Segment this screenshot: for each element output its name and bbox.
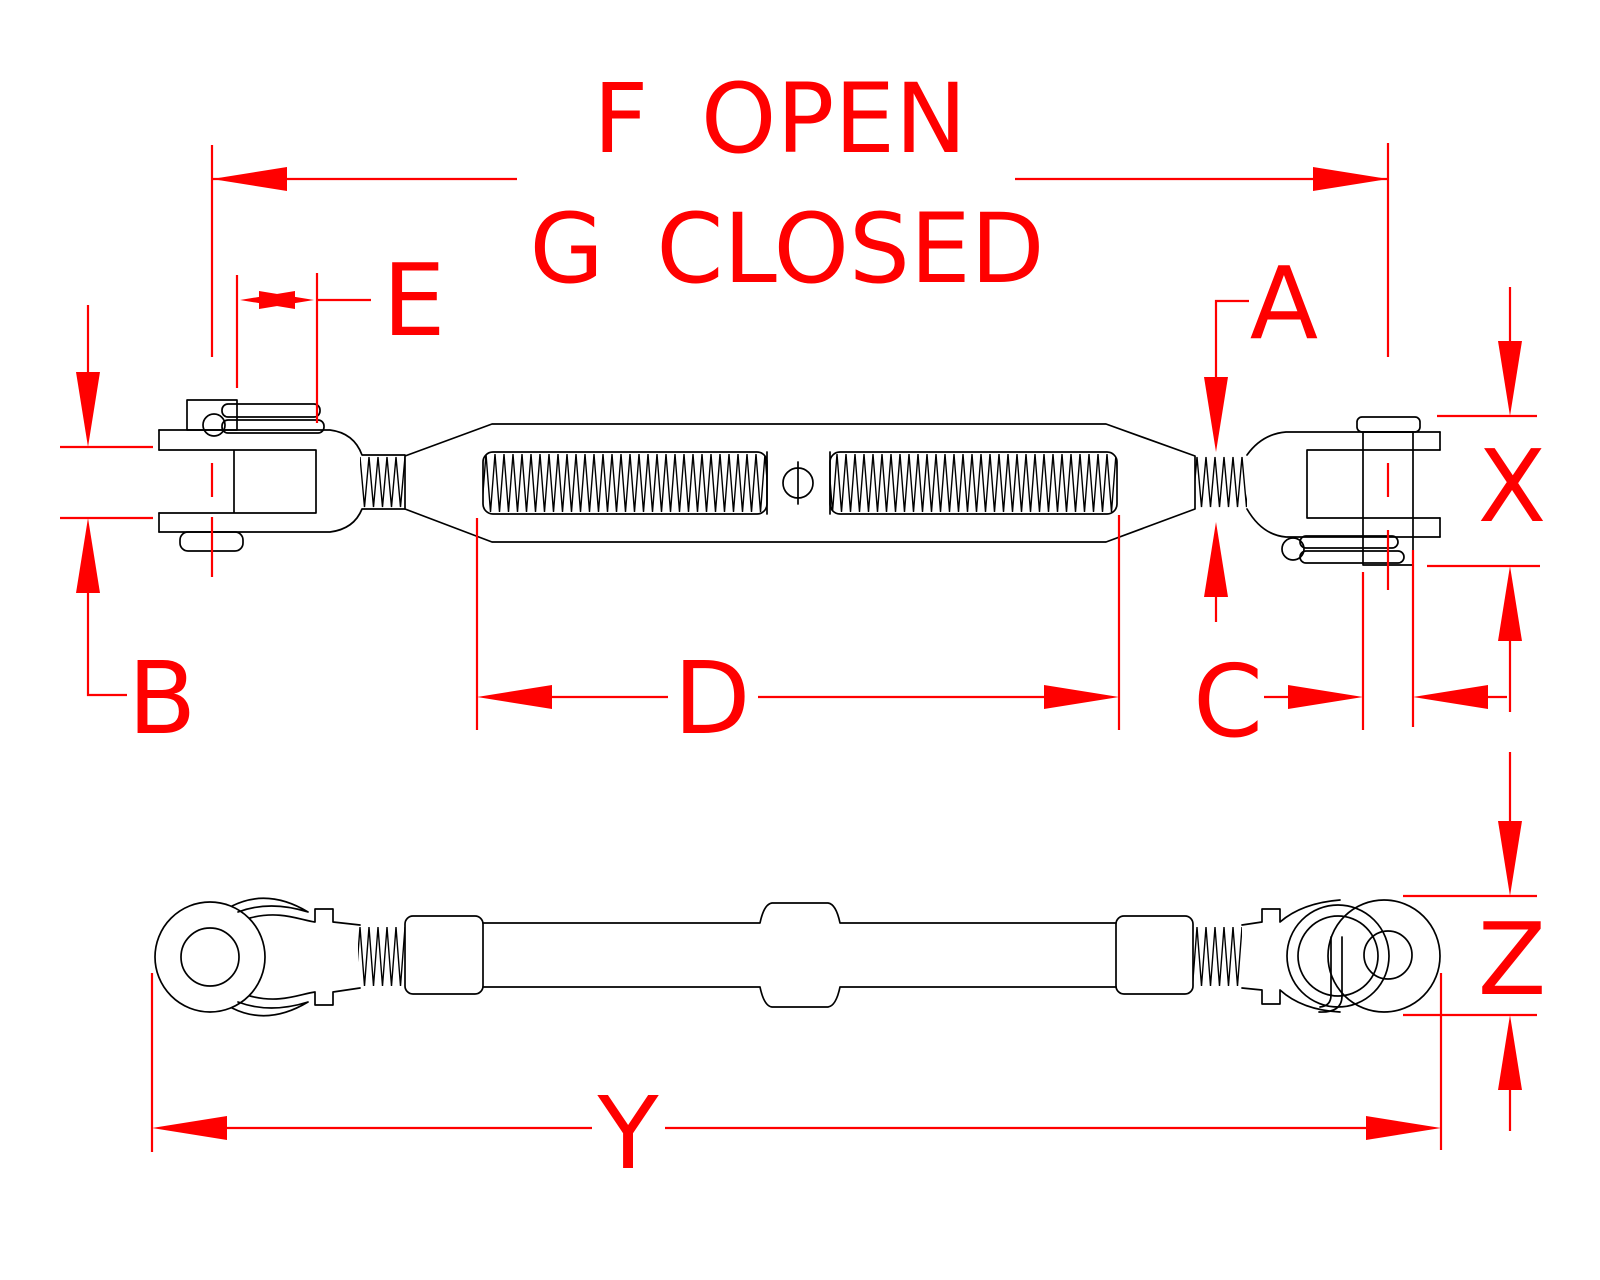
left-jaw-slot — [158, 449, 317, 514]
side-left-neck-top — [249, 908, 361, 926]
left-inner-rod — [482, 451, 768, 515]
right-pin-nut — [1356, 416, 1421, 433]
label-y: Y — [596, 1075, 659, 1192]
side-cotter-ring-outer — [1286, 904, 1390, 1008]
dim-f-arrow-right — [1313, 167, 1388, 191]
side-body-bottom-edge — [482, 986, 1117, 1008]
right-inner-rod — [829, 451, 1118, 515]
label-a: A — [1250, 245, 1318, 362]
front-view — [158, 399, 1441, 566]
side-view — [154, 897, 1441, 1017]
label-g-closed: G CLOSED — [529, 193, 1044, 305]
turnbuckle-body — [404, 423, 1196, 543]
dim-b-arrow-bottom — [76, 518, 100, 593]
dim-y-ext — [150, 973, 1443, 1152]
left-jaw — [158, 399, 406, 552]
dim-f-arrow-left — [212, 167, 287, 191]
dim-f-g: F OPEN G CLOSED — [210, 63, 1390, 590]
label-d: D — [673, 640, 750, 757]
side-left-neck-bottom — [249, 987, 361, 1006]
dim-x-arrow-bottom — [1498, 566, 1522, 641]
label-f-open: F OPEN — [593, 63, 967, 175]
side-left-eye — [154, 897, 361, 1017]
dim-d: D — [475, 515, 1121, 757]
dim-z-ticks — [1403, 894, 1537, 1017]
left-jaw-bottom-outline — [158, 508, 406, 533]
label-b: B — [128, 640, 197, 757]
dim-c-arrow-left — [1288, 685, 1363, 709]
right-jaw-top-outline — [1246, 431, 1441, 456]
side-pin-end — [1363, 930, 1413, 980]
side-left-cotter-lower — [231, 1001, 309, 1017]
left-jaw-top-outline — [158, 429, 406, 456]
right-jaw — [1246, 416, 1441, 566]
side-body-right-cap — [1115, 915, 1194, 995]
side-left-stud-threads — [358, 925, 405, 988]
dim-e: E — [235, 242, 446, 423]
right-cotter-pin — [1281, 535, 1405, 564]
label-e: E — [382, 242, 445, 359]
dim-z: Z — [1403, 752, 1546, 1131]
dim-c-ext — [1361, 550, 1415, 730]
right-jaw-bottom-outline — [1246, 508, 1441, 538]
dim-x: X — [1427, 287, 1546, 712]
dim-d-ext — [475, 515, 1121, 730]
dim-z-arrow-bottom — [1498, 1015, 1522, 1090]
label-c: C — [1193, 643, 1263, 760]
dim-e-ext — [235, 273, 319, 423]
dim-d-arrow-left — [477, 685, 552, 709]
dim-x-arrow-top — [1498, 341, 1522, 416]
side-right-eye-outline — [1327, 899, 1441, 1013]
label-z: Z — [1478, 901, 1547, 1018]
dim-y-arrow-right — [1366, 1116, 1441, 1140]
right-jaw-slot — [1306, 449, 1441, 519]
side-right-neck-top — [1241, 899, 1341, 926]
dim-y-arrow-left — [152, 1116, 227, 1140]
side-right-jaw — [1241, 899, 1441, 1013]
dim-d-arrow-right — [1044, 685, 1119, 709]
dim-a: A — [1204, 245, 1318, 622]
left-stud-threads — [360, 455, 405, 509]
dim-a-arrow-top — [1204, 377, 1228, 452]
dim-x-ticks — [1427, 414, 1540, 568]
left-cotter-pin — [202, 403, 325, 437]
dim-y: Y — [150, 973, 1443, 1192]
side-cotter-ring-inner — [1297, 915, 1379, 997]
side-body — [404, 902, 1194, 1008]
left-pin-head — [186, 399, 238, 431]
dim-e-arrow-right — [259, 291, 314, 309]
rod-end-faces — [766, 451, 831, 515]
side-body-left-cap — [404, 915, 484, 995]
right-stud-threads — [1195, 455, 1247, 509]
dimensions: F OPEN G CLOSED E A B — [60, 63, 1546, 1192]
dim-a-arrow-bottom — [1204, 522, 1228, 597]
side-cotter-leg — [1318, 936, 1343, 1013]
dim-b-arrow-top — [76, 372, 100, 447]
side-right-stud-threads — [1193, 925, 1242, 988]
label-x: X — [1478, 428, 1547, 545]
dim-c-arrow-right — [1413, 685, 1488, 709]
side-body-top-edge — [482, 902, 1117, 924]
dim-z-arrow-top — [1498, 821, 1522, 896]
dim-b: B — [60, 305, 196, 757]
side-right-neck-bottom — [1241, 987, 1341, 1013]
side-left-cotter-upper — [231, 897, 309, 913]
dim-b-lines — [60, 305, 153, 697]
dim-c: C — [1193, 550, 1507, 760]
